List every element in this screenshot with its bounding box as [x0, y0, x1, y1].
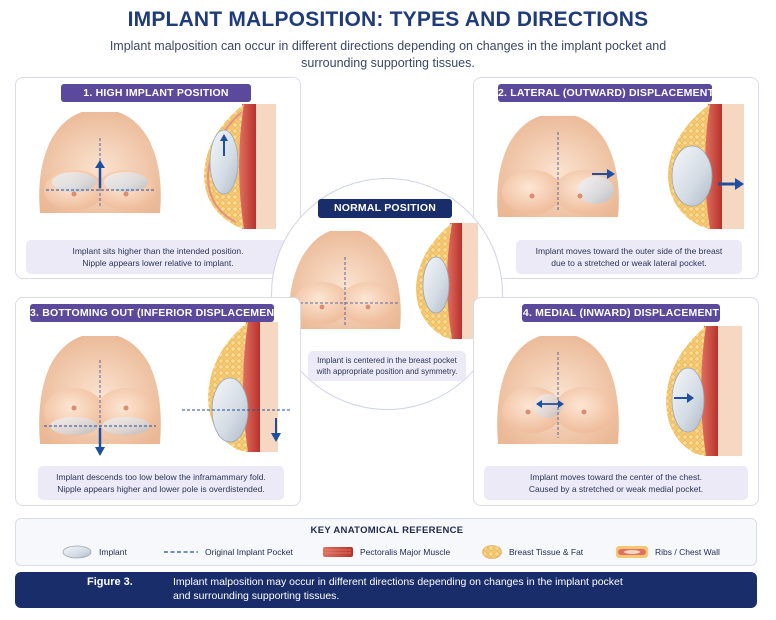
- panel-label-bottoming: 3. BOTTOMING OUT (INFERIOR DISPLACEMENT): [30, 304, 284, 322]
- key-item-muscle: Pectoralis Major Muscle: [323, 544, 450, 560]
- caption-lateral: Implant moves toward the outer side of t…: [516, 240, 742, 274]
- panel-label-high: 1. HIGH IMPLANT POSITION: [61, 84, 251, 102]
- front-view-high-illustration: [39, 112, 161, 213]
- side-view-lateral-illustration: [668, 104, 744, 229]
- page-title: IMPLANT MALPOSITION: TYPES AND DIRECTION…: [127, 8, 649, 31]
- side-view-bottoming-illustration: [182, 322, 292, 452]
- front-view-lateral-illustration: [497, 116, 619, 217]
- figure-caption: Implant malposition may occur in differe…: [173, 576, 623, 602]
- fat-swatch-icon: [482, 545, 502, 559]
- panel-normal-position: NORMAL POSITION Implant is centered in t…: [271, 178, 503, 410]
- front-view-bottoming-illustration: [39, 336, 161, 444]
- panel-label-lateral: 2. LATERAL (OUTWARD) DISPLACEMENT: [498, 84, 714, 102]
- key-item-pocket: Original Implant Pocket: [164, 544, 293, 560]
- dashed-line-icon: [164, 551, 198, 553]
- side-view-normal-illustration: [416, 223, 478, 339]
- front-view-normal-illustration: [289, 231, 401, 329]
- key-item-fat: Breast Tissue & Fat: [482, 544, 583, 560]
- caption-bottoming: Implant descends too low below the infra…: [38, 466, 284, 500]
- key-title: KEY ANATOMICAL REFERENCE: [310, 525, 464, 536]
- ribs-swatch-icon: [616, 546, 648, 558]
- front-view-medial-illustration: [497, 336, 619, 444]
- panel-high-position: 1. HIGH IMPLANT POSITION Implant sits hi…: [15, 77, 301, 279]
- panel-lateral-displacement: 2. LATERAL (OUTWARD) DISPLACEMENT Implan…: [473, 77, 759, 279]
- caption-normal: Implant is centered in the breast pocket…: [308, 351, 466, 381]
- key-item-ribs: Ribs / Chest Wall: [616, 544, 720, 560]
- caption-medial: Implant moves toward the center of the c…: [484, 466, 748, 500]
- implant-swatch-icon: [62, 545, 92, 559]
- lateral-arrow-icon: [592, 169, 615, 179]
- figure-caption-bar: Figure 3. Implant malposition may occur …: [15, 572, 757, 608]
- side-view-medial-illustration: [666, 326, 742, 456]
- page-subtitle: Implant malposition can occur in differe…: [109, 39, 667, 70]
- down-arrow-icon: [95, 428, 105, 456]
- panel-medial-displacement: 4. MEDIAL (INWARD) DISPLACEMENT Implant …: [473, 297, 759, 506]
- panel-label-normal: NORMAL POSITION: [318, 199, 452, 218]
- muscle-swatch-icon: [323, 547, 353, 557]
- key-anatomical-reference: KEY ANATOMICAL REFERENCE Implant Origina…: [15, 518, 757, 566]
- key-item-implant: Implant: [62, 544, 127, 560]
- caption-high: Implant sits higher than the intended po…: [26, 240, 290, 274]
- panel-bottoming-out: 3. BOTTOMING OUT (INFERIOR DISPLACEMENT)…: [15, 297, 301, 506]
- panel-label-medial: 4. MEDIAL (INWARD) DISPLACEMENT: [522, 304, 720, 322]
- side-view-high-illustration: [204, 104, 276, 229]
- figure-label: Figure 3.: [87, 576, 133, 588]
